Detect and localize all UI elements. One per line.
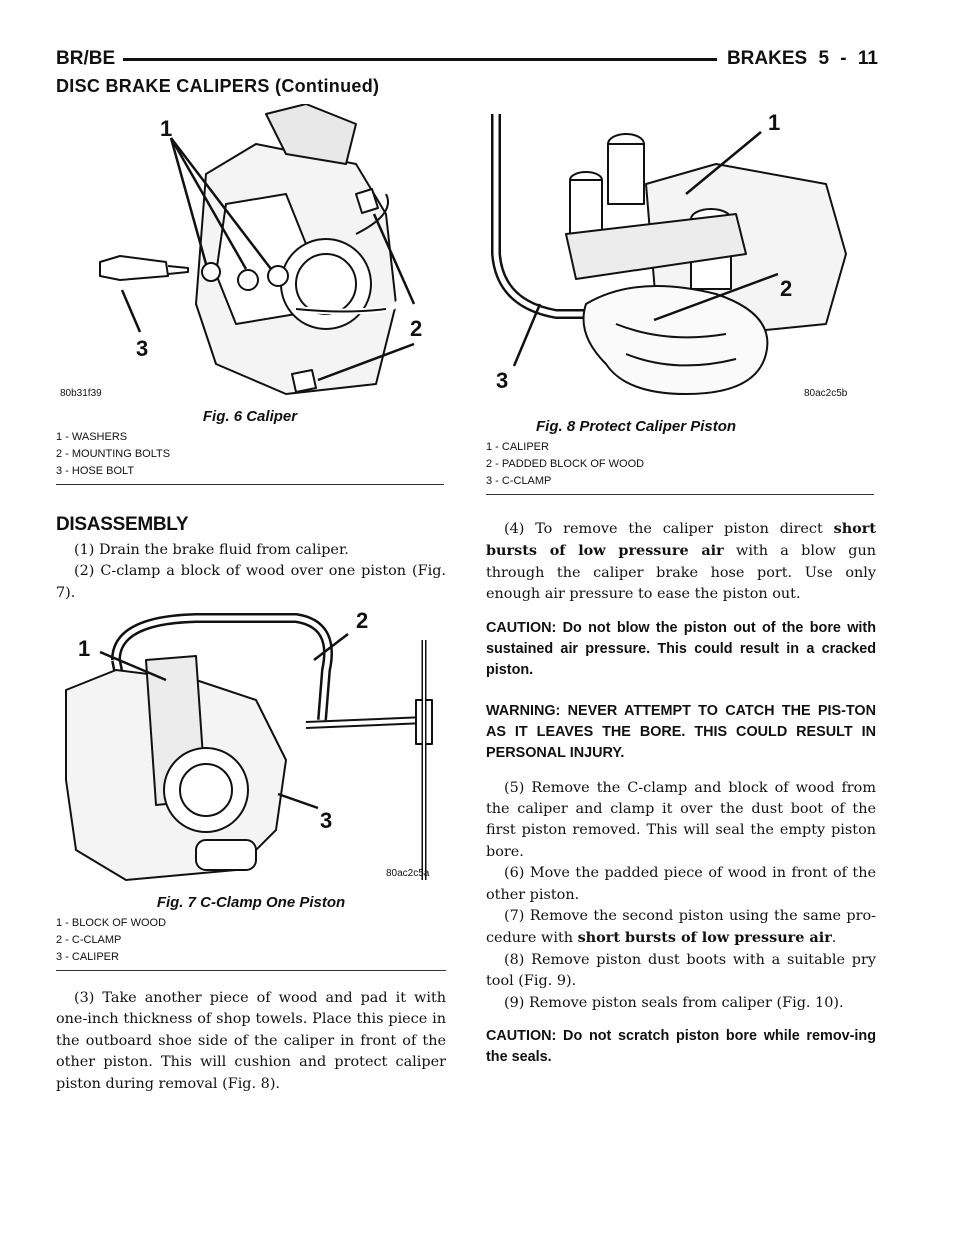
header-section-page: BRAKES 5 - 11	[716, 46, 878, 72]
step-7-text-b: .	[831, 930, 837, 947]
fig8-legend-item: 1 - CALIPER	[486, 441, 549, 453]
step-8: (8) Remove piston dust boots with a suit…	[486, 951, 876, 990]
section-title: DISC BRAKE CALIPERS (Continued)	[56, 76, 380, 96]
fig6-callout-3: 3	[136, 336, 148, 361]
fig8-legend: 1 - CALIPER 2 - PADDED BLOCK OF WOOD 3 -…	[486, 439, 874, 490]
fig8-image-id: 80ac2c5b	[804, 388, 848, 399]
step-4: (4) To remove the caliper piston direct …	[486, 518, 876, 606]
fig8-callout-1: 1	[768, 110, 780, 135]
fig7-legend-item: 1 - BLOCK OF WOOD	[56, 917, 167, 929]
fig7-rule	[56, 970, 446, 971]
left-column-top: (1) Drain the brake fluid from caliper. …	[56, 540, 446, 604]
header-rule	[56, 58, 878, 61]
step-7-text-a: (7) Remove the second piston using the s…	[486, 908, 876, 947]
fig6-caption: Fig. 6 Caliper	[202, 408, 298, 425]
fig7-callout-2: 2	[356, 608, 368, 633]
step-9: (9) Remove piston seals from caliper (Fi…	[504, 994, 844, 1011]
caution-note-2: CAUTION: Do not scratch piston bore whil…	[486, 1028, 876, 1066]
figure-6: 1 2 3 80b31f39 Fig. 6 Caliper 1 - WASHER…	[56, 104, 444, 485]
step-4-emphasis: short bursts of low pressure air	[486, 520, 876, 560]
fig6-image-id: 80b31f39	[60, 388, 102, 399]
step-2: (2) C-clamp a block of wood over one pis…	[56, 563, 446, 601]
step-1: (1) Drain the brake fluid from caliper.	[74, 542, 349, 558]
fig8-caption: Fig. 8 Protect Caliper Piston	[536, 418, 737, 435]
page-header: BR/BE BRAKES 5 - 11	[56, 46, 878, 72]
left-column-bottom: (3) Take another piece of wood and pad i…	[56, 988, 446, 1095]
header-model: BR/BE	[56, 46, 124, 72]
fig8-callout-2: 2	[780, 276, 792, 301]
right-column: (4) To remove the caliper piston direct …	[486, 518, 876, 1082]
step-7: (7) Remove the second piston using the s…	[486, 906, 876, 950]
fig7-image-id: 80ac2c5a	[386, 868, 430, 879]
fig7-legend: 1 - BLOCK OF WOOD 2 - C-CLAMP 3 - CALIPE…	[56, 915, 446, 966]
warning-note: WARNING: NEVER ATTEMPT TO CATCH THE PIS-…	[486, 702, 876, 761]
fig7-callout-1: 1	[78, 636, 90, 661]
fig7-callout-3: 3	[320, 808, 332, 833]
fig8-legend-item: 2 - PADDED BLOCK OF WOOD	[486, 458, 645, 470]
fig6-legend-item: 3 - HOSE BOLT	[56, 465, 135, 477]
fig8-legend-item: 3 - C-CLAMP	[486, 475, 552, 487]
figure-7: 1 2 3 80ac2c5a Fig. 7 C-Clamp One Piston…	[56, 600, 446, 971]
fig6-callout-2: 2	[410, 316, 422, 341]
fig6-legend-item: 2 - MOUNTING BOLTS	[56, 448, 171, 460]
caution-note: CAUTION: Do not blow the piston out of t…	[486, 619, 876, 678]
fig6-illustration: 1 2 3 80b31f39	[60, 104, 422, 399]
fig8-illustration: 1 2 3 80ac2c5b	[491, 110, 848, 399]
fig7-caption: Fig. 7 C-Clamp One Piston	[156, 894, 346, 911]
fig7-legend-item: 2 - C-CLAMP	[56, 934, 122, 946]
fig6-rule	[56, 484, 444, 485]
fig7-illustration: 1 2 3 80ac2c5a	[65, 608, 433, 881]
step-5: (5) Remove the C-clamp and block of wood…	[486, 779, 876, 860]
fig6-legend-item: 1 - WASHERS	[56, 431, 128, 443]
figure-8: 1 2 3 80ac2c5b Fig. 8 Protect Caliper Pi…	[486, 104, 874, 495]
disassembly-heading: DISASSEMBLY	[56, 514, 189, 535]
step-6: (6) Move the padded piece of wood in fro…	[486, 865, 876, 903]
fig6-legend: 1 - WASHERS 2 - MOUNTING BOLTS 3 - HOSE …	[56, 429, 444, 480]
step-4-text-b: with a blow gun through the caliper brak…	[486, 543, 876, 603]
fig7-legend-item: 3 - CALIPER	[56, 951, 119, 963]
fig8-callout-3: 3	[496, 368, 508, 393]
step-3: (3) Take another piece of wood and pad i…	[56, 990, 446, 1092]
step-4-text-a: (4) To remove the caliper piston direct	[504, 521, 834, 537]
fig6-callout-1: 1	[160, 116, 172, 141]
fig8-rule	[486, 494, 874, 495]
step-7-emphasis: short bursts of low pressure air	[577, 929, 832, 947]
